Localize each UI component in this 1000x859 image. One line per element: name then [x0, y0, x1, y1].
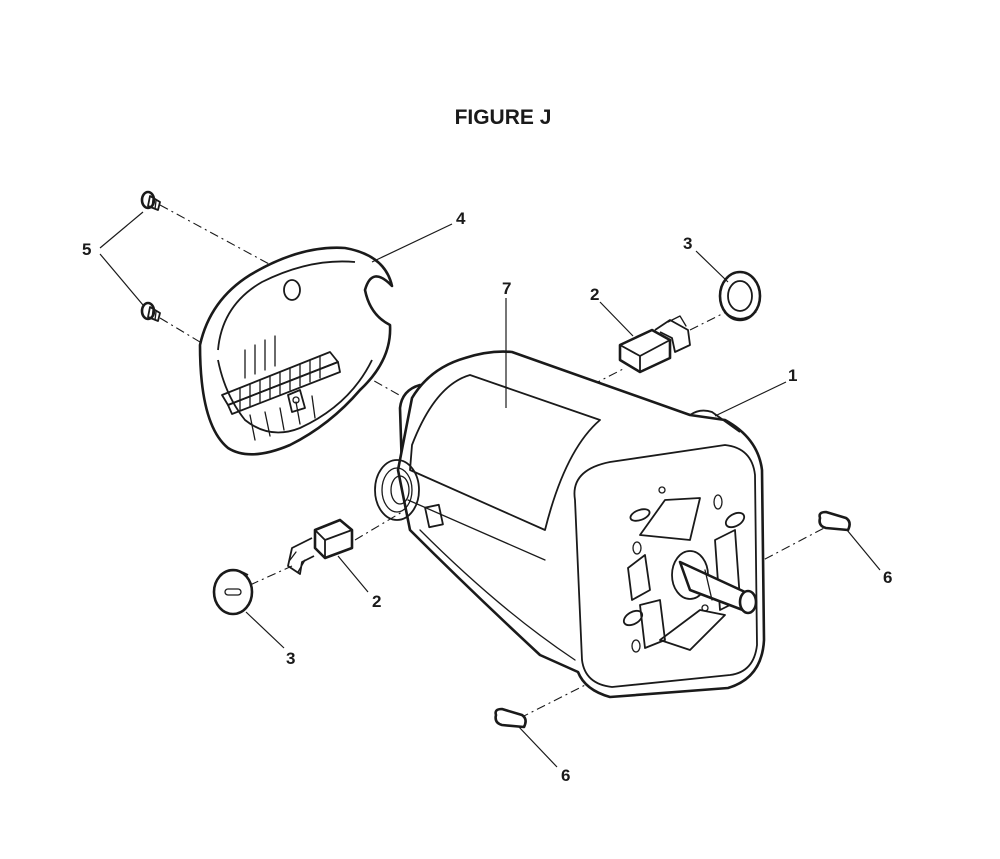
brush-lower	[287, 518, 354, 575]
nameplate-label-panel	[409, 374, 601, 531]
screw-lower	[140, 301, 161, 322]
callout-screws: 5	[82, 240, 92, 259]
figure-title: FIGURE J	[454, 106, 552, 129]
screw-upper	[140, 190, 161, 211]
front-face-details	[622, 486, 758, 653]
callout-motor-housing: 1	[788, 366, 798, 385]
leader-lines	[99, 211, 881, 768]
callout-brush-lower: 2	[372, 592, 382, 611]
end-cap	[198, 246, 394, 456]
callout-brush-cap-upper: 3	[683, 234, 693, 253]
brush-upper	[618, 315, 691, 374]
callout-end-cap: 4	[456, 209, 466, 228]
callout-spacer-bottom: 6	[561, 766, 571, 785]
callout-brush-upper: 2	[590, 285, 600, 304]
spacer-bottom	[494, 707, 527, 729]
spacer-right	[818, 510, 851, 532]
callout-brush-cap-lower: 3	[286, 649, 296, 668]
callout-spacer-right: 6	[883, 568, 893, 587]
brush-cap-lower	[212, 568, 254, 616]
callout-label: 7	[502, 279, 512, 298]
motor-housing	[374, 350, 766, 699]
brush-cap-upper	[718, 270, 762, 322]
